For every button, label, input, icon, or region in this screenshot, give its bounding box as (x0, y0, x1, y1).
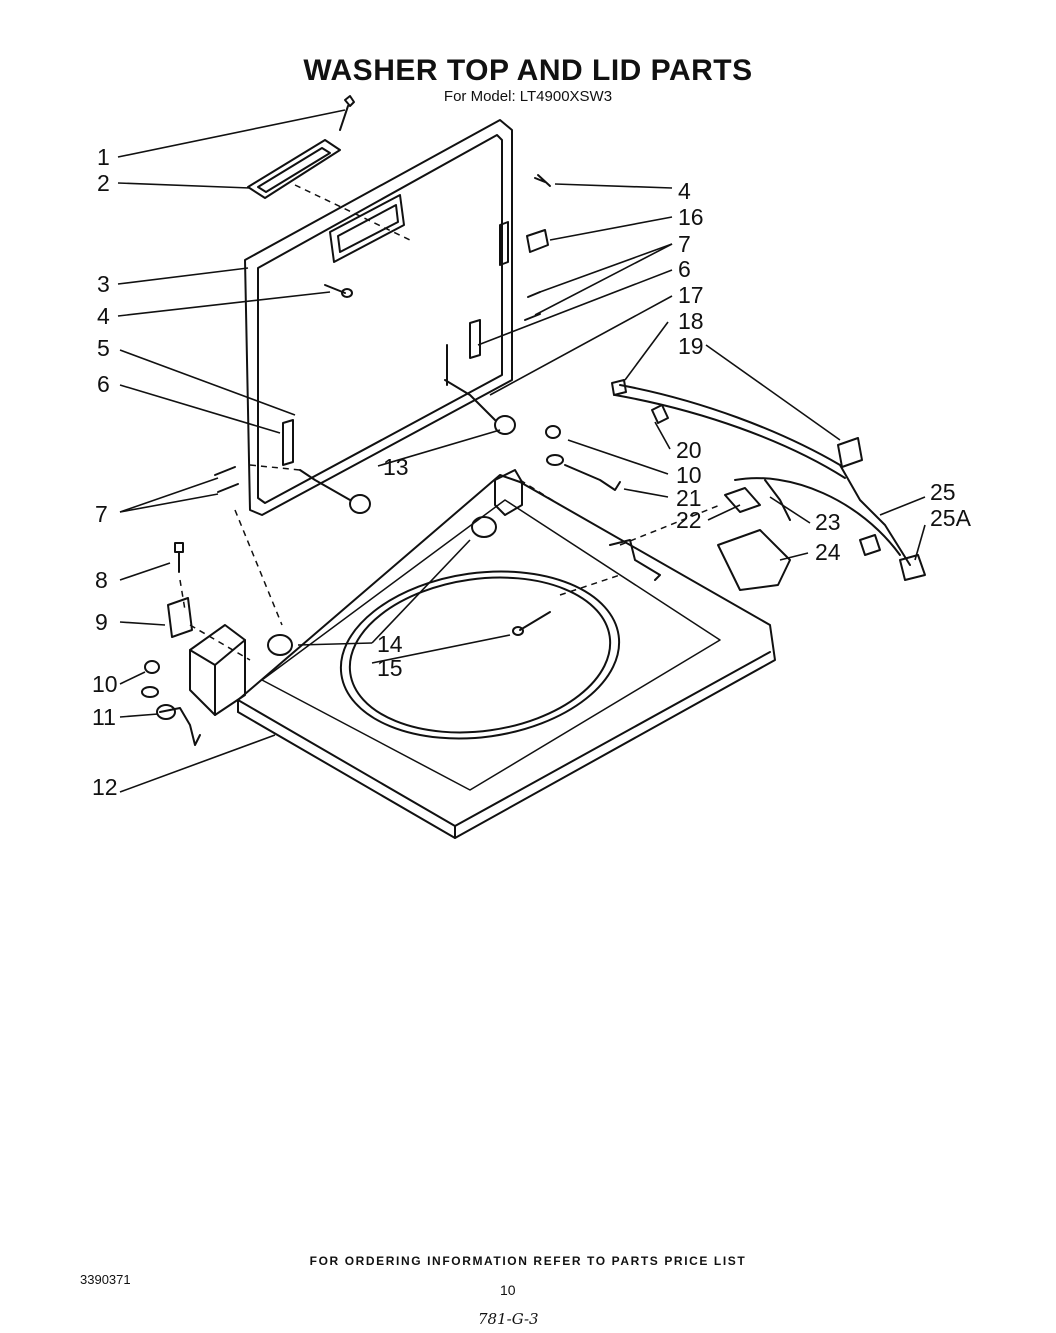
callout-4-right: 4 (678, 178, 691, 204)
callout-6: 6 (97, 371, 110, 397)
page-number: 10 (500, 1282, 516, 1298)
handwritten-note: 781-G-3 (478, 1310, 539, 1328)
wiring-harness (619, 384, 911, 566)
lid-frame (244, 119, 513, 516)
lid-bumper-rod (299, 469, 351, 501)
callout-24: 24 (815, 539, 841, 565)
callout-14: 14 (377, 631, 403, 657)
latch-plate (247, 139, 341, 199)
callout-12: 12 (92, 774, 118, 800)
callout-3: 3 (97, 271, 110, 297)
callout-4: 4 (97, 303, 110, 329)
callout-7: 7 (95, 501, 108, 527)
callout-13: 13 (383, 454, 409, 480)
callout-9: 9 (95, 609, 108, 635)
callout-20: 20 (676, 437, 702, 463)
callout-22: 22 (676, 507, 702, 533)
callout-5: 5 (97, 335, 110, 361)
callout-8: 8 (95, 567, 108, 593)
callout-25a: 25A (930, 505, 972, 531)
callout-19: 19 (678, 333, 704, 359)
callout-25: 25 (930, 479, 956, 505)
callout-10: 10 (92, 671, 118, 697)
document-number: 3390371 (80, 1272, 131, 1287)
callout-6-right: 6 (678, 256, 691, 282)
callout-10-right: 10 (676, 462, 702, 488)
callout-17: 17 (678, 282, 704, 308)
callout-21: 21 (676, 485, 702, 511)
callout-18: 18 (678, 308, 704, 334)
page-title: WASHER TOP AND LID PARTS (303, 54, 753, 87)
callout-15: 15 (377, 655, 403, 681)
callout-16: 16 (678, 204, 704, 230)
ordering-footer: FOR ORDERING INFORMATION REFER TO PARTS … (309, 1254, 747, 1268)
callout-7-right: 7 (678, 231, 691, 257)
callout-2: 2 (97, 170, 110, 196)
callout-23: 23 (815, 509, 841, 535)
tub-opening (339, 570, 621, 740)
callout-1: 1 (97, 144, 110, 170)
callout-11: 11 (92, 704, 116, 730)
model-subtitle: For Model: LT4900XSW3 (443, 88, 613, 105)
